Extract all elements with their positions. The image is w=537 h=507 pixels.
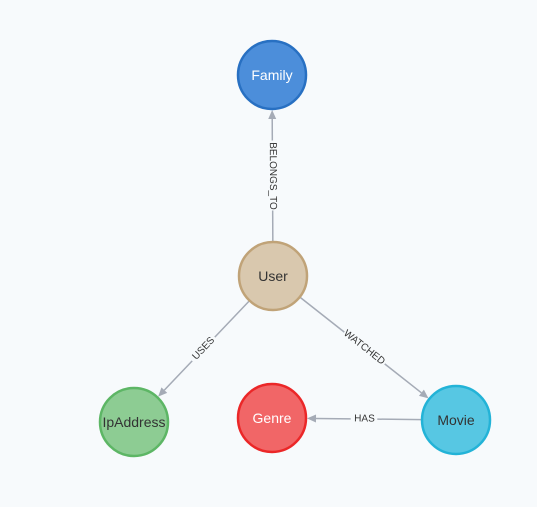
node-family[interactable]: Family <box>236 39 308 111</box>
edge-line <box>163 360 193 391</box>
arrowhead-icon <box>418 389 429 399</box>
node-genre[interactable]: Genre <box>236 382 308 454</box>
edge-uses[interactable]: USES <box>158 300 251 397</box>
node-label: Genre <box>253 410 292 426</box>
edge-line <box>214 300 251 338</box>
node-circle <box>98 386 170 458</box>
arrowhead-icon <box>268 109 277 120</box>
arrowhead-icon <box>158 387 168 397</box>
edge-label: BELONGS_TO <box>267 142 278 210</box>
edge-watched[interactable]: WATCHED <box>299 296 429 399</box>
node-circle <box>236 382 308 454</box>
node-label: Movie <box>437 412 475 428</box>
node-user[interactable]: User <box>237 240 309 312</box>
arrowhead-icon <box>306 414 317 423</box>
edge-label: USES <box>190 335 217 363</box>
edge-label: WATCHED <box>341 328 387 367</box>
node-circle <box>236 39 308 111</box>
node-ipaddress[interactable]: IpAddress <box>98 386 170 458</box>
edge-belongs-to[interactable]: BELONGS_TO <box>267 109 278 243</box>
node-label: Family <box>251 67 292 83</box>
node-label: IpAddress <box>102 414 165 430</box>
edge-has[interactable]: HAS <box>306 413 423 425</box>
node-circle <box>237 240 309 312</box>
edge-label: HAS <box>354 413 375 424</box>
node-circle <box>420 384 492 456</box>
edge-line <box>384 363 422 394</box>
node-movie[interactable]: Movie <box>420 384 492 456</box>
node-label: User <box>258 268 288 284</box>
edge-line <box>299 296 345 333</box>
